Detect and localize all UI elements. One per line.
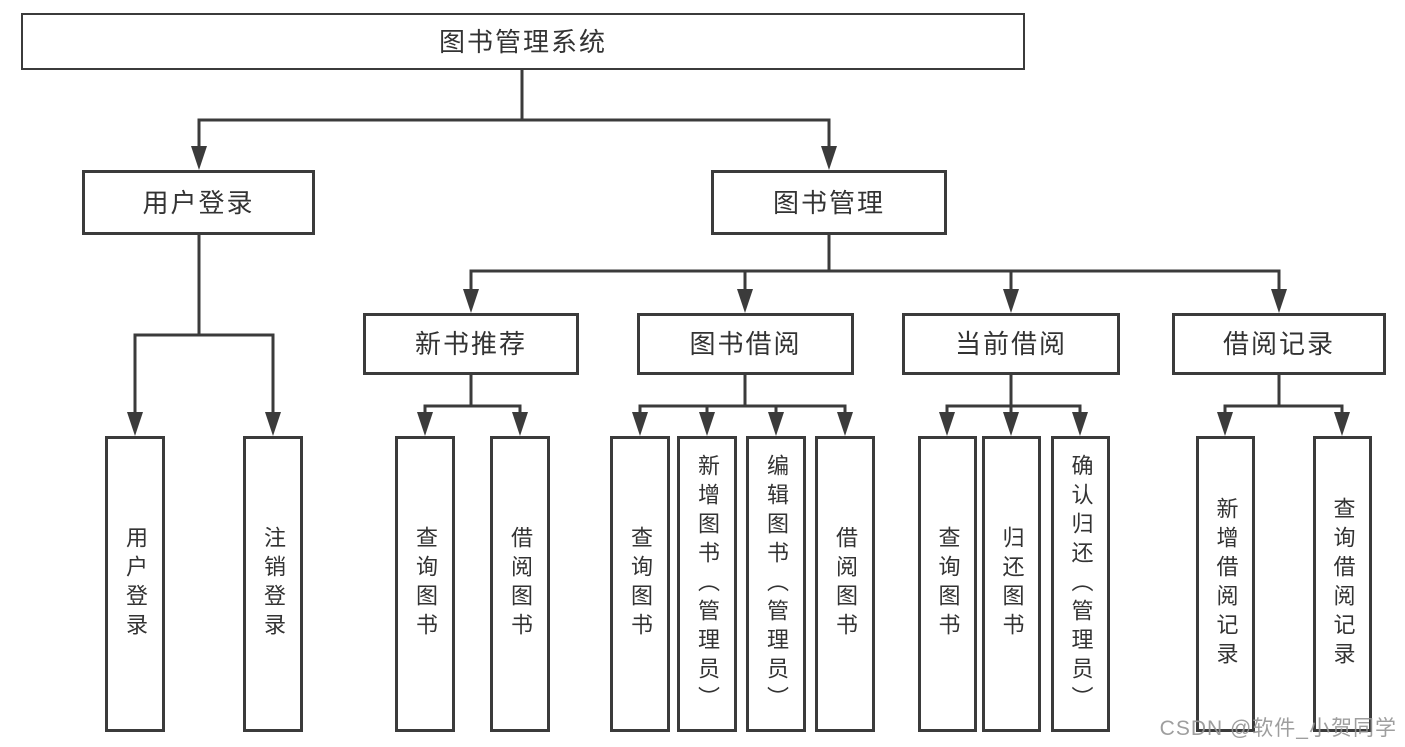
leaf-current-query-books: 查询图书 [918, 436, 977, 732]
arrowhead-icon [512, 412, 528, 436]
connector-new-book-to-leaves [423, 375, 522, 418]
arrowhead-icon [265, 412, 281, 436]
node-book-management: 图书管理 [711, 170, 947, 235]
connector-book-management-to-level3 [469, 235, 1281, 294]
arrowhead-icon [1003, 412, 1019, 436]
leaf-logout: 注销登录 [243, 436, 303, 732]
arrowhead-icon [1072, 412, 1088, 436]
leaf-new-borrow-books: 借阅图书 [490, 436, 550, 732]
arrowhead-icon [127, 412, 143, 436]
arrowhead-icon [463, 289, 479, 313]
leaf-records-add-record: 新增借阅记录 [1196, 436, 1255, 732]
arrowhead-icon [1003, 289, 1019, 313]
csdn-watermark: CSDN @软件_小贺同学 [1159, 717, 1397, 740]
leaf-current-return-books: 归还图书 [982, 436, 1041, 732]
connector-root-to-level2 [197, 70, 831, 150]
connector-user-login-to-leaves [133, 235, 275, 418]
node-book-borrowing: 图书借阅 [637, 313, 854, 375]
arrowhead-icon [939, 412, 955, 436]
leaf-borrow-edit-books-admin: 编辑图书（管理员） [746, 436, 806, 732]
leaf-borrow-borrow-books: 借阅图书 [815, 436, 875, 732]
leaf-borrow-add-books-admin: 新增图书（管理员） [677, 436, 737, 732]
arrowhead-icon [768, 412, 784, 436]
leaf-records-query-record: 查询借阅记录 [1313, 436, 1372, 732]
arrowhead-icon [737, 289, 753, 313]
arrowheads [127, 146, 1350, 436]
node-current-borrowing: 当前借阅 [902, 313, 1120, 375]
connector-book-borrowing-to-leaves [638, 375, 847, 418]
arrowhead-icon [699, 412, 715, 436]
arrowhead-icon [632, 412, 648, 436]
leaf-borrow-query-books: 查询图书 [610, 436, 670, 732]
leaf-new-query-books: 查询图书 [395, 436, 455, 732]
arrowhead-icon [191, 146, 207, 170]
node-new-book-recommend: 新书推荐 [363, 313, 579, 375]
leaf-user-login: 用户登录 [105, 436, 165, 732]
node-library-management-system: 图书管理系统 [21, 13, 1025, 70]
arrowhead-icon [821, 146, 837, 170]
leaf-current-confirm-return-admin: 确认归还（管理员） [1051, 436, 1110, 732]
node-borrowing-records: 借阅记录 [1172, 313, 1386, 375]
arrowhead-icon [417, 412, 433, 436]
arrowhead-icon [1271, 289, 1287, 313]
connector-current-borrowing-to-leaves [945, 375, 1082, 418]
connector-borrowing-records-to-leaves [1223, 375, 1344, 418]
arrowhead-icon [837, 412, 853, 436]
arrowhead-icon [1217, 412, 1233, 436]
node-user-login: 用户登录 [82, 170, 315, 235]
arrowhead-icon [1334, 412, 1350, 436]
